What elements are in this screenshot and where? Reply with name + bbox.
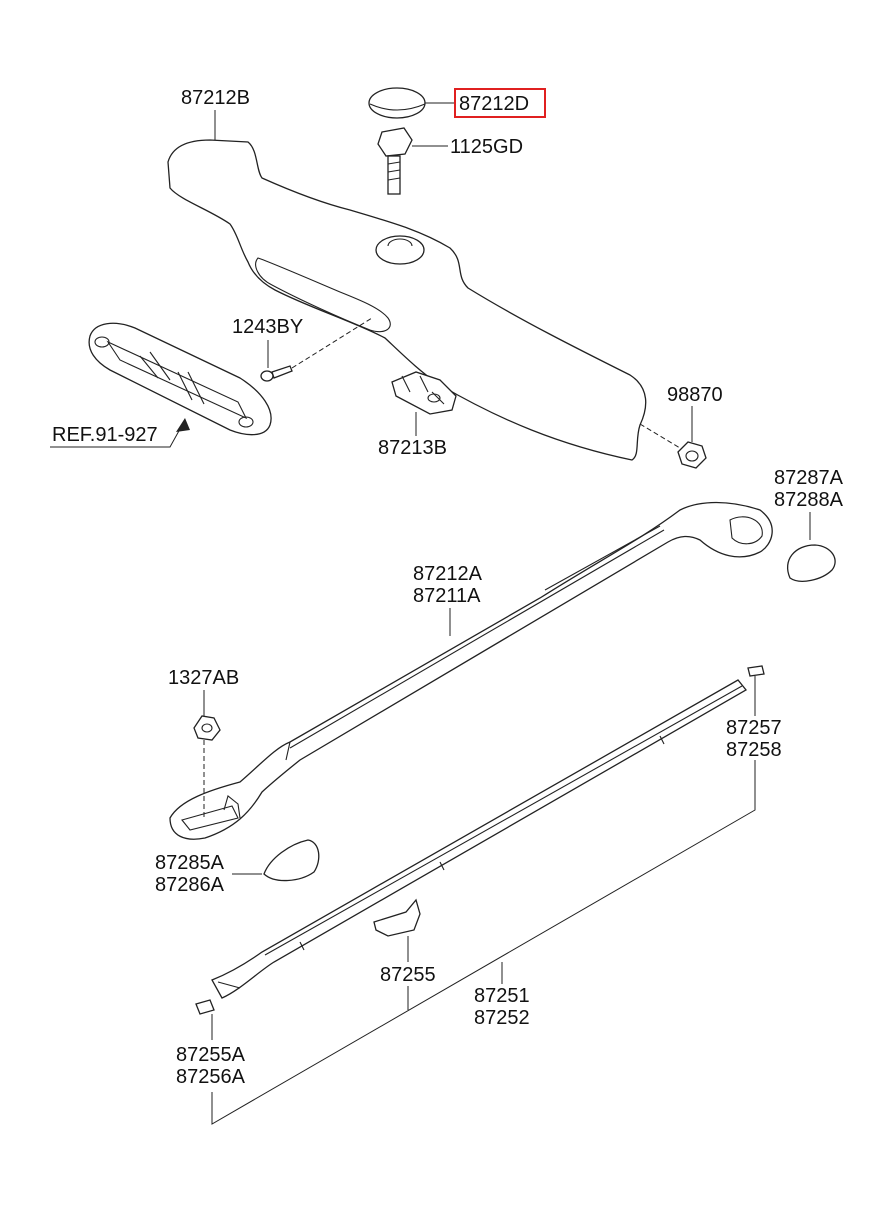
label-98870[interactable]: 98870 [667,384,723,406]
clip-87255A [195,999,215,1015]
label-87212A[interactable]: 87212A [413,563,483,585]
label-87285A[interactable]: 87285A [155,852,225,874]
cap-87212D [368,87,426,119]
label-87287A[interactable]: 87287A [774,467,844,489]
label-87288A[interactable]: 87288A [774,489,844,511]
label-87251[interactable]: 87251 [474,985,530,1007]
label-87258[interactable]: 87258 [726,739,782,761]
crossbar-cover-87212B [167,139,647,461]
ref-lamp-assembly [88,322,272,436]
ref-arrow-icon [176,418,190,432]
nut-1327AB [193,715,221,741]
label-1125GD[interactable]: 1125GD [450,136,523,158]
molding-87251 [211,679,747,999]
highlight-box [454,88,546,118]
clip-87213B [391,371,457,415]
label-87256A[interactable]: 87256A [176,1066,246,1088]
label-87211A[interactable]: 87211A [413,585,481,607]
label-87255A[interactable]: 87255A [176,1044,246,1066]
label-1243BY[interactable]: 1243BY [232,316,303,338]
bolt-1125GD [377,127,413,195]
roof-rail-87212A [169,501,773,840]
leader-lines [50,102,811,1125]
label-87212B[interactable]: 87212B [181,87,250,109]
label-87286A[interactable]: 87286A [155,874,225,896]
label-ref[interactable]: REF.91-927 [52,424,158,446]
clip-87255 [373,898,421,937]
screw-1243BY [260,317,373,382]
label-87213B[interactable]: 87213B [378,437,447,459]
label-87212D[interactable]: 87212D [459,93,529,115]
label-87255[interactable]: 87255 [380,964,436,986]
end-cap-87285A [263,839,320,882]
nut-98870 [639,423,707,469]
clip-87257 [747,665,765,677]
label-87257[interactable]: 87257 [726,717,782,739]
end-cap-87287A [787,544,836,582]
label-87252[interactable]: 87252 [474,1007,530,1029]
label-1327AB[interactable]: 1327AB [168,667,239,689]
